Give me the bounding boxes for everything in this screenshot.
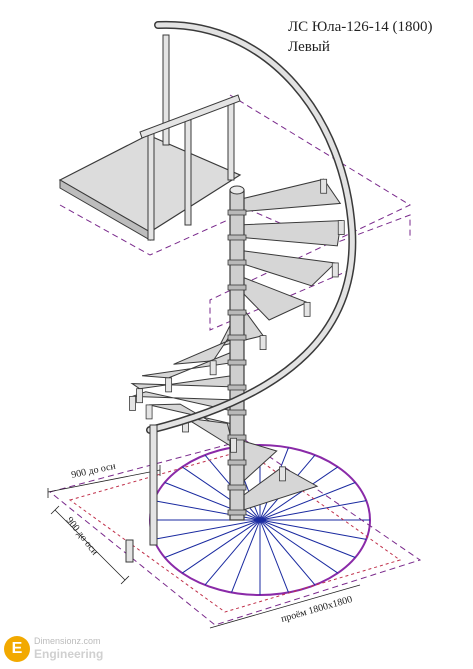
blueprint-ray bbox=[204, 519, 261, 586]
central-column bbox=[227, 185, 247, 521]
blueprint-ray bbox=[259, 482, 356, 521]
step-baluster bbox=[337, 220, 345, 236]
watermark-logo-icon: E bbox=[4, 636, 30, 662]
blueprint-ray bbox=[259, 466, 339, 521]
column-ring bbox=[227, 309, 247, 316]
landing-railing bbox=[139, 34, 241, 241]
drawing-title: ЛС Юла-126-14 (1800) bbox=[288, 19, 433, 35]
blueprint-ray bbox=[259, 519, 367, 540]
watermark-brand: Engineering bbox=[34, 647, 104, 661]
column-ring bbox=[227, 484, 247, 491]
stair-balusters bbox=[129, 178, 345, 482]
stair-step bbox=[236, 274, 309, 321]
step-baluster bbox=[230, 437, 237, 453]
blueprint-ray bbox=[259, 519, 316, 586]
step-baluster bbox=[303, 301, 311, 317]
dimension-lines bbox=[47, 465, 361, 629]
blueprint-ray bbox=[164, 519, 261, 558]
step-baluster bbox=[129, 395, 136, 411]
column-ring bbox=[227, 459, 247, 466]
newel-post bbox=[149, 424, 158, 546]
column-ring bbox=[227, 259, 247, 266]
landing-post bbox=[184, 119, 192, 226]
landing-post bbox=[162, 34, 170, 146]
opening-dimension-label: проём 1800x1800 bbox=[280, 594, 354, 625]
column-ring bbox=[227, 234, 247, 241]
column-ring bbox=[227, 409, 247, 416]
step-baluster bbox=[320, 178, 328, 194]
blueprint-ray bbox=[153, 519, 261, 540]
footprint-dashed bbox=[48, 439, 422, 626]
spiral-handrail bbox=[125, 20, 357, 563]
stair-step bbox=[130, 374, 238, 390]
blueprint-ray bbox=[181, 519, 261, 574]
blueprint-ray bbox=[259, 519, 289, 593]
blueprint-ray bbox=[259, 519, 356, 558]
blueprint-ray bbox=[259, 500, 367, 521]
watermark: E Dimensionz.com Engineering bbox=[4, 634, 124, 666]
column-ring bbox=[227, 509, 247, 516]
step-baluster bbox=[209, 360, 217, 376]
landing-post bbox=[227, 99, 235, 181]
step-baluster bbox=[279, 466, 286, 482]
step-baluster bbox=[331, 262, 339, 278]
blueprint-rays bbox=[150, 445, 370, 595]
landing-post bbox=[147, 129, 155, 241]
step-baluster bbox=[136, 388, 143, 404]
upper-guide-dashed bbox=[59, 204, 411, 256]
stair-step bbox=[236, 220, 342, 247]
step-baluster bbox=[145, 404, 153, 420]
upper-guide-dashed-2 bbox=[209, 94, 412, 331]
axis-y-dimension-label: 900 до оси bbox=[64, 515, 101, 558]
column-ring bbox=[227, 359, 247, 366]
column-ring bbox=[227, 209, 247, 216]
column-ring bbox=[227, 334, 247, 341]
blueprint-ray bbox=[181, 466, 261, 521]
landing-handrail bbox=[139, 94, 241, 139]
footprint-dashed-red bbox=[68, 449, 402, 613]
blueprint-ray bbox=[259, 519, 339, 574]
stair-step bbox=[142, 349, 238, 379]
column-ring bbox=[227, 434, 247, 441]
foot-post bbox=[125, 539, 134, 563]
drawing-subtitle: Левый bbox=[288, 39, 330, 55]
axis-x-dimension-label: 900 до оси bbox=[70, 461, 117, 481]
step-baluster bbox=[259, 335, 267, 351]
step-baluster bbox=[165, 377, 173, 393]
blueprint-ray bbox=[231, 519, 261, 593]
column-ring bbox=[227, 384, 247, 391]
column-ring bbox=[227, 284, 247, 291]
watermark-site: Dimensionz.com bbox=[34, 636, 101, 646]
